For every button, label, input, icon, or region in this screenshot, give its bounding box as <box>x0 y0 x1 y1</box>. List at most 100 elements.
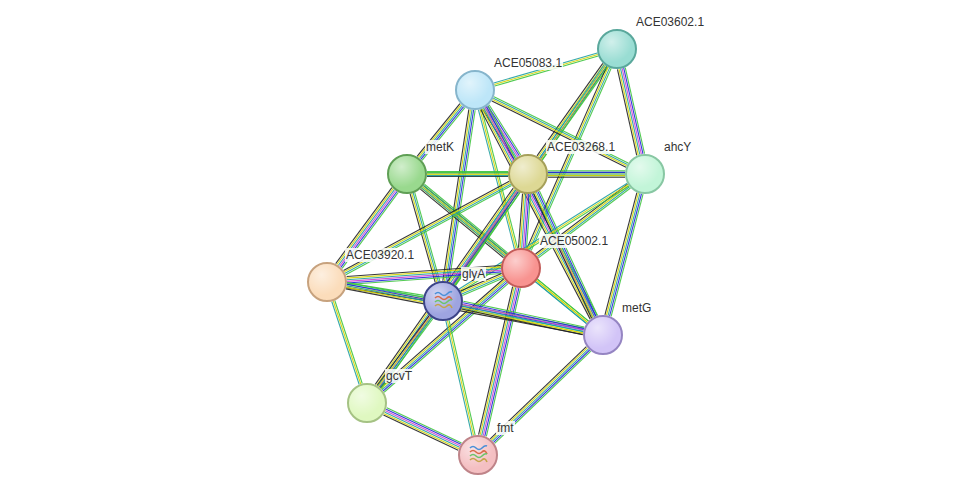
evidence-stripe <box>548 170 625 171</box>
node-label: ACE03268.1 <box>546 140 616 154</box>
node-label: ACE05002.1 <box>539 234 609 248</box>
evidence-stripe <box>345 184 511 273</box>
evidence-stripe <box>333 301 360 384</box>
interaction-edge <box>346 283 584 335</box>
evidence-stripe <box>463 304 584 330</box>
evidence-stripe <box>518 194 522 248</box>
interaction-edge <box>383 408 461 450</box>
evidence-stripe <box>443 109 469 280</box>
interaction-edge <box>347 265 502 284</box>
protein-node: metK <box>387 154 427 194</box>
node-label: ACE03602.1 <box>635 15 705 29</box>
node-shine <box>389 156 425 192</box>
evidence-stripe <box>422 108 465 161</box>
evidence-stripe <box>610 194 642 316</box>
protein-node: ACE03602.1 <box>597 29 637 69</box>
evidence-stripe <box>536 185 628 255</box>
interaction-edge <box>443 109 475 281</box>
interaction-edge <box>535 279 588 323</box>
protein-node: ACE03268.1 <box>508 154 548 194</box>
evidence-stripe <box>378 317 430 387</box>
evidence-stripe <box>461 186 629 292</box>
evidence-stripe <box>537 279 588 321</box>
interaction-edge <box>459 183 629 291</box>
evidence-stripe <box>383 415 458 450</box>
node-label: metK <box>425 140 455 154</box>
evidence-stripe <box>420 106 463 159</box>
interaction-edge <box>462 301 585 335</box>
evidence-stripe <box>536 281 587 323</box>
node-label: glyA <box>461 267 486 281</box>
evidence-stripe <box>495 351 591 443</box>
evidence-stripe <box>535 184 627 254</box>
node-label: ACE03920.1 <box>345 248 415 262</box>
evidence-stripe <box>538 188 630 258</box>
node-shine <box>425 283 461 319</box>
evidence-stripe <box>418 105 461 158</box>
node-shine <box>349 385 385 421</box>
evidence-stripe <box>415 193 440 282</box>
evidence-stripe <box>548 177 625 178</box>
evidence-stripe <box>607 193 639 315</box>
node-shine <box>599 31 635 67</box>
node-shine <box>503 250 539 286</box>
node-label: metG <box>621 301 652 315</box>
node-shine <box>627 156 663 192</box>
evidence-stripe <box>492 349 588 441</box>
evidence-stripe <box>548 173 625 174</box>
evidence-stripe <box>386 409 461 444</box>
interaction-edge <box>494 53 598 86</box>
evidence-stripe <box>462 309 583 335</box>
evidence-stripe <box>494 53 598 83</box>
interaction-edge <box>332 300 362 384</box>
evidence-stripe <box>548 172 625 173</box>
evidence-stripe <box>485 107 517 157</box>
node-label: gcvT <box>385 369 413 383</box>
interaction-edge <box>343 181 511 274</box>
protein-node: metG <box>583 315 623 355</box>
interaction-edge <box>377 316 433 389</box>
evidence-stripe <box>491 348 587 440</box>
evidence-stripe <box>462 308 583 334</box>
evidence-stripe <box>422 187 587 323</box>
evidence-stripe <box>383 282 507 391</box>
evidence-stripe <box>381 318 433 388</box>
evidence-stripe <box>385 412 460 447</box>
evidence-stripe <box>420 189 503 258</box>
evidence-stripe <box>548 175 625 176</box>
evidence-stripe <box>417 104 460 157</box>
evidence-stripe <box>488 106 520 156</box>
evidence-stripe <box>380 318 432 388</box>
evidence-stripe <box>387 408 462 443</box>
evidence-stripe <box>492 101 626 167</box>
evidence-stripe <box>494 97 628 163</box>
evidence-stripe <box>449 320 475 435</box>
evidence-stripe <box>537 187 629 257</box>
evidence-stripe <box>462 306 583 332</box>
interaction-edge <box>417 104 465 161</box>
evidence-stripe <box>611 194 643 316</box>
evidence-stripe <box>605 193 637 315</box>
evidence-stripe <box>617 69 636 155</box>
evidence-stripe <box>377 316 429 386</box>
evidence-stripe <box>622 68 641 154</box>
protein-node: glyA <box>423 281 463 321</box>
evidence-stripe <box>494 350 590 442</box>
node-shine <box>510 156 546 192</box>
node-label: fmt <box>496 421 515 435</box>
interaction-edge <box>446 320 475 436</box>
evidence-stripe <box>421 188 586 324</box>
protein-node: ACE03920.1 <box>307 262 347 302</box>
interaction-edge <box>617 68 644 156</box>
node-shine <box>457 72 493 108</box>
evidence-stripe <box>346 289 583 334</box>
interaction-edge <box>535 184 630 258</box>
protein-node: ahcY <box>625 154 665 194</box>
evidence-stripe <box>619 69 638 155</box>
protein-node: ACE05002.1 <box>501 248 541 288</box>
evidence-stripe <box>621 69 640 155</box>
interaction-edge <box>605 193 643 317</box>
protein-node: fmt <box>458 435 498 475</box>
evidence-stripe <box>346 186 512 275</box>
